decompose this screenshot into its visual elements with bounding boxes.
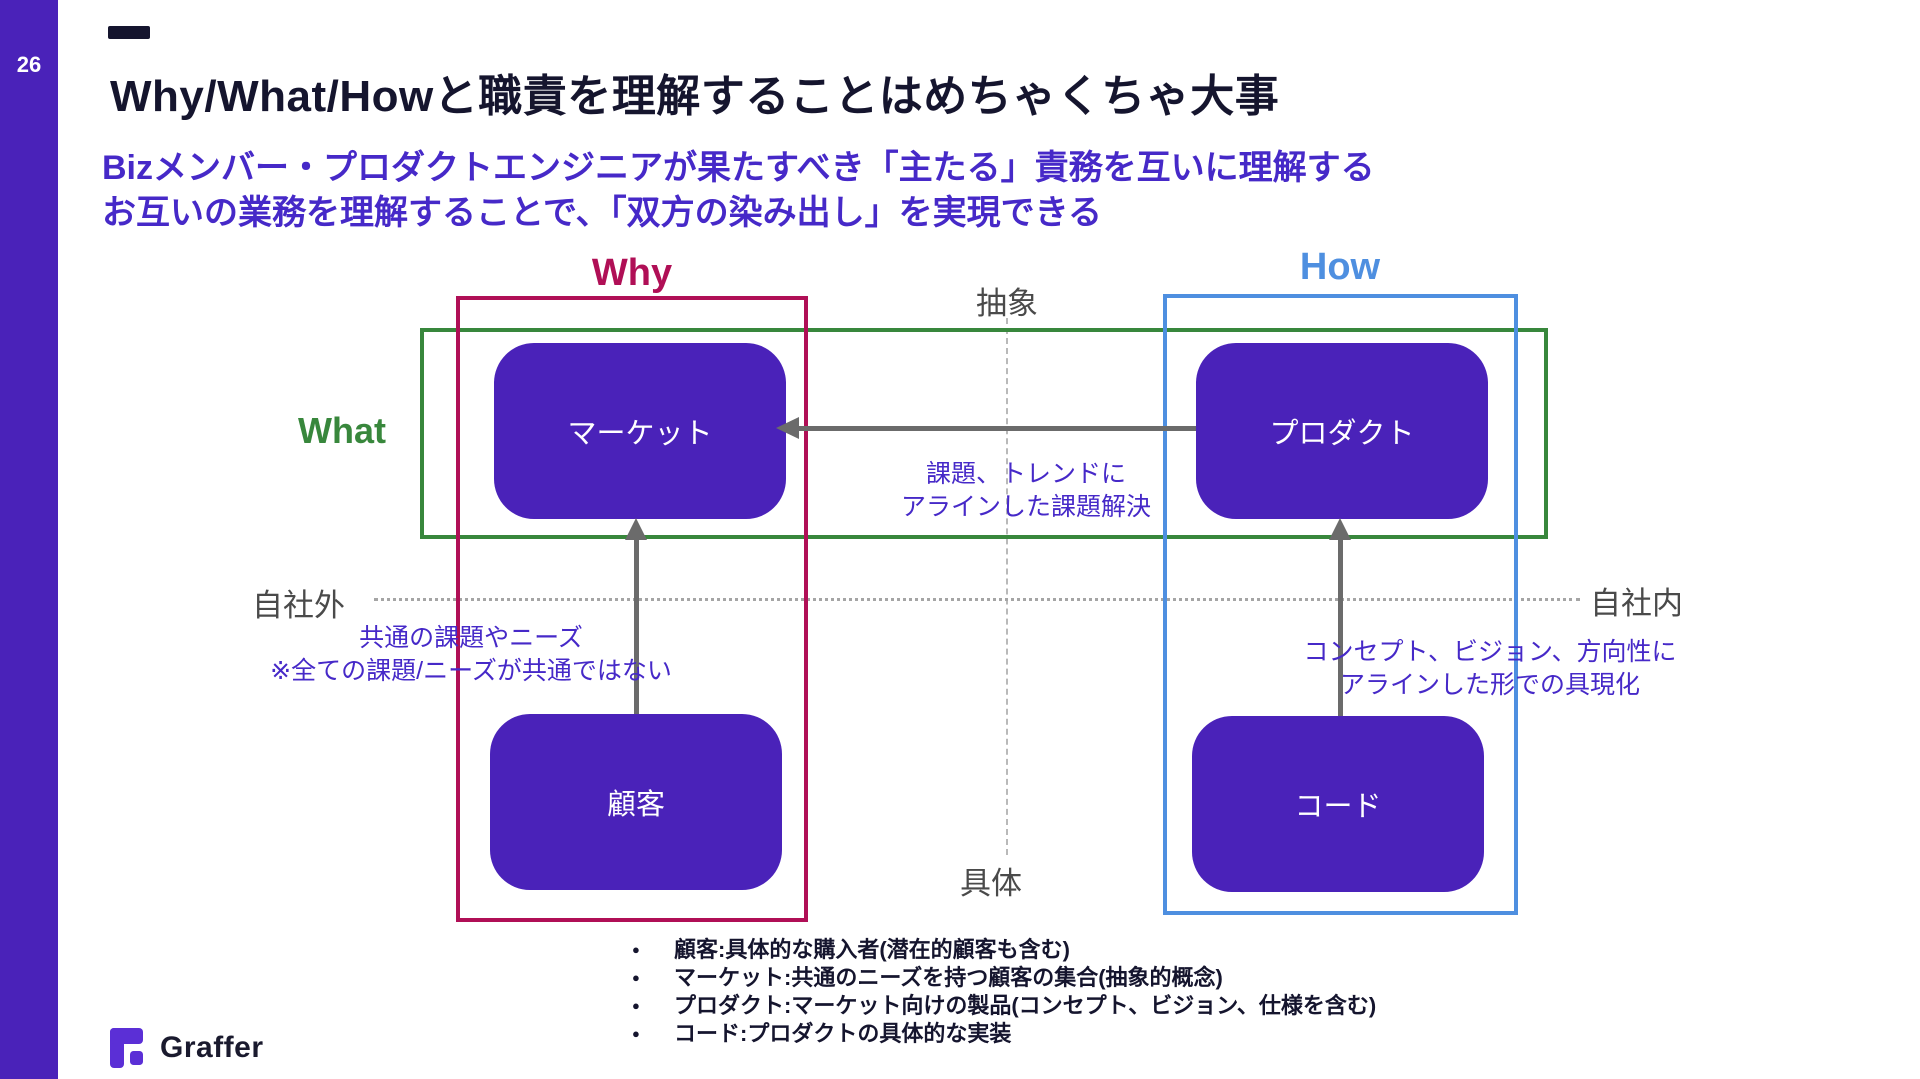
axis-label-outside-company: 自社外: [252, 588, 345, 623]
arrowhead-up-left-icon: [625, 518, 647, 540]
subtitle-line-1: Bizメンバー・プロダクトエンジニアが果たすべき「主たる」責務を互いに理解する: [102, 149, 1375, 187]
annotation-line: アラインした形での具現化: [1339, 671, 1641, 699]
annotation-line: 課題、トレンドに: [925, 460, 1127, 488]
arrowhead-up-right-icon: [1329, 518, 1351, 540]
title-accent-dash: [108, 26, 150, 39]
graffer-logo-icon: [110, 1028, 143, 1068]
graffer-logo: Graffer: [110, 1028, 264, 1068]
node-code: コード: [1192, 716, 1484, 892]
annotation-line: コンセプト、ビジョン、方向性に: [1303, 638, 1677, 666]
slide-title: Why/What/Howと職責を理解することはめちゃくちゃ大事: [110, 72, 1280, 121]
definition-list: 顧客:具体的な購入者(潜在的顧客も含む) マーケット:共通のニーズを持つ顧客の集…: [630, 936, 1376, 1048]
annotation-line: アラインした課題解決: [900, 493, 1152, 521]
node-market: マーケット: [494, 343, 786, 519]
arrow-customer-to-market: [634, 538, 639, 714]
how-frame: [1163, 294, 1518, 915]
why-label: Why: [591, 252, 673, 294]
annotation-line: ※全ての課題/ニーズが共通ではない: [270, 657, 672, 685]
annotation-customer-to-market: 共通の課題やニーズ ※全ての課題/ニーズが共通ではない: [270, 622, 672, 688]
subtitle-line-2: お互いの業務を理解することで、「双方の染み出し」を実現できる: [102, 194, 1102, 232]
page-number: 26: [16, 52, 42, 77]
axis-label-inside-company: 自社内: [1590, 586, 1683, 621]
slide-sidebar: 26: [0, 0, 58, 1079]
axis-label-abstract: 抽象: [976, 286, 1038, 321]
node-customer: 顧客: [490, 714, 782, 890]
annotation-product-to-market: 課題、トレンドに アラインした課題解決: [901, 458, 1151, 524]
why-frame: [456, 296, 808, 922]
how-label: How: [1299, 246, 1381, 288]
arrow-code-to-product: [1338, 538, 1343, 716]
what-frame: [420, 328, 1548, 539]
definition-item-market: マーケット:共通のニーズを持つ顧客の集合(抽象的概念): [630, 964, 1376, 992]
abstract-concrete-axis-line: [1006, 318, 1008, 855]
inside-outside-axis-line: [374, 598, 1580, 601]
slide-subtitle: Bizメンバー・プロダクトエンジニアが果たすべき「主たる」責務を互いに理解する …: [102, 146, 1375, 236]
arrow-product-to-market: [798, 426, 1196, 431]
axis-label-concrete: 具体: [960, 866, 1022, 901]
annotation-code-to-product: コンセプト、ビジョン、方向性に アラインした形での具現化: [1303, 636, 1676, 702]
arrowhead-left-icon: [776, 417, 799, 439]
node-product: プロダクト: [1196, 343, 1488, 519]
definition-item-product: プロダクト:マーケット向けの製品(コンセプト、ビジョン、仕様を含む): [630, 992, 1376, 1020]
what-label: What: [298, 410, 386, 451]
definition-item-customer: 顧客:具体的な購入者(潜在的顧客も含む): [630, 936, 1376, 964]
annotation-line: 共通の課題やニーズ: [359, 624, 583, 652]
definition-item-code: コード:プロダクトの具体的な実装: [630, 1020, 1376, 1048]
graffer-logo-text: Graffer: [160, 1031, 264, 1064]
